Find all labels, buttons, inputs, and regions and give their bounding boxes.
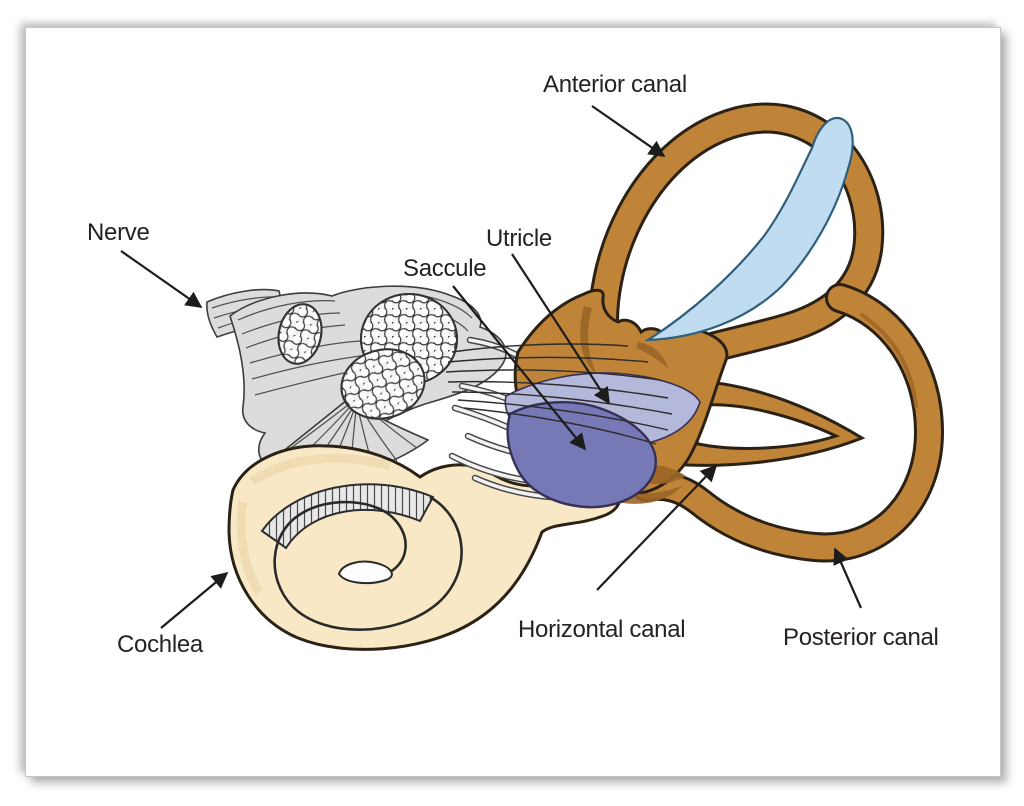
cochlea-rib-band (260, 483, 435, 550)
nerve-fiber-bundle-medium (340, 348, 426, 420)
nerve-structure (206, 285, 540, 480)
label-posterior-canal: Posterior canal (783, 624, 939, 651)
label-horizontal-canal: Horizontal canal (518, 616, 686, 643)
saccule-arrow (452, 285, 587, 451)
label-saccule: Saccule (403, 255, 487, 282)
annotation-arrows (120, 105, 863, 629)
cochlea-arrow (160, 571, 229, 629)
cochlea-spiral (273, 495, 463, 631)
nerve-arrow (120, 250, 203, 308)
cupula-shape (643, 116, 854, 342)
label-cochlea: Cochlea (117, 631, 203, 658)
horizontal-canal-arrow (596, 464, 718, 591)
cochlea-structure (227, 444, 622, 651)
label-anterior-canal: Anterior canal (543, 71, 687, 98)
posterior-canal-arrow (833, 547, 863, 609)
saccule-shape (506, 401, 657, 509)
label-nerve: Nerve (87, 219, 150, 246)
nerve-fiber-bundle-small (277, 303, 323, 365)
anterior-canal-arrow (591, 105, 666, 157)
utricle-arrow (511, 253, 610, 405)
otolith-organs (448, 372, 701, 509)
cochlea-spiral-center (337, 560, 393, 585)
label-utricle: Utricle (486, 225, 552, 252)
nerve-fiber-strands (445, 343, 673, 445)
